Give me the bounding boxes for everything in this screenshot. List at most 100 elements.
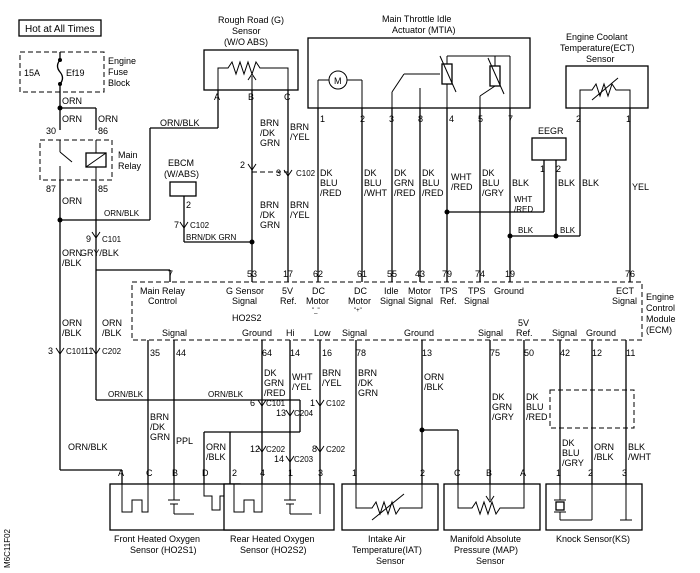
ho2s2-wire-yel2: /YEL [322, 378, 342, 388]
iat-wire-brn: BRN [358, 368, 377, 378]
ecm-lbl-mainrelay-1: Main Relay [140, 286, 186, 296]
ho2s1-wire-grn: GRN [150, 432, 170, 442]
ks-pin-3: 3 [622, 468, 627, 478]
map-pin-a: A [520, 468, 526, 478]
front-ho2s1-sensor: A C B D Front Heated Oxygen Sensor (HO2S… [109, 468, 241, 555]
map-sensor: C B A Manifold Absolute Pressure (MAP) S… [443, 468, 541, 566]
rr-wire-brn-1: BRN [260, 118, 279, 128]
iat-wire-orn: ORN [424, 372, 444, 382]
wire-label-orn-left-2: ORN [62, 318, 82, 328]
ecm-lbl-dcmotor1-1: DC [312, 286, 325, 296]
ecm-lbl-ground: Ground [494, 286, 524, 296]
ks-wire-gry: /GRY [562, 458, 584, 468]
c203-label: C203 [294, 455, 314, 464]
wire-label-orn-blk-1: ORN/BLK [104, 209, 140, 218]
iat-label-3: Sensor [376, 556, 405, 566]
ho2s2-wire-red: /RED [264, 388, 286, 398]
ebcm-label-2: (W/ABS) [164, 169, 199, 179]
mtia-label-1: Main Throttle Idle [382, 14, 451, 24]
ecm-pin-44: 44 [176, 348, 186, 358]
mtia-wire-5c: /GRY [482, 188, 504, 198]
map-wire-blu: BLU [526, 402, 544, 412]
ebcm-pin-2: 2 [186, 200, 191, 210]
ho2s1-wire-blk: /BLK [206, 452, 226, 462]
ecm-lbl-mainrelay-2: Control [148, 296, 177, 306]
ho2s2-pin-1: 1 [288, 468, 293, 478]
rough-road-pin-a: A [214, 92, 220, 102]
wire-label-brn-dk-grn: BRN/DK GRN [186, 233, 236, 242]
ecm-bottom-pins: 35 44 64 14 16 78 13 75 50 42 12 11 [150, 348, 635, 358]
wire-label-orn-blk-5: ORN/BLK [68, 442, 108, 452]
ho2s1-label-1: Front Heated Oxygen [114, 534, 200, 544]
hot-label: Hot at All Times [25, 24, 94, 35]
ho2s2-wire-yel: /YEL [292, 382, 312, 392]
c101-label-top: C101 [102, 235, 122, 244]
wire-label-orn-blk-2: ORN/BLK [160, 118, 200, 128]
ecm-pin-74: 74 [475, 269, 485, 279]
ks-wire-wht: /WHT [628, 452, 651, 462]
motor-m: M [334, 76, 342, 86]
wire-label-orn-blk-4: ORN/BLK [208, 390, 244, 399]
fuse-block-label-3: Block [108, 78, 131, 88]
relay-label-2: Relay [118, 161, 142, 171]
ho2s2-wire-grn: GRN [264, 378, 284, 388]
rr-wire-brn-4: BRN [290, 200, 309, 210]
rough-road-label-3: (W/O ABS) [224, 37, 268, 47]
ecm-lbl-hi: Hi [286, 328, 295, 338]
rough-road-pin-b: B [248, 92, 254, 102]
c202-pin-11: 11 [84, 346, 93, 356]
relay-pin-30: 30 [46, 126, 56, 136]
fuse-id: Ef19 [66, 68, 85, 78]
ecm-pin-61: 61 [357, 269, 367, 279]
rr-wire-dk-3: /DK [260, 210, 275, 220]
mtia-wire-2a: DK [364, 168, 377, 178]
eegr-wire-blk-1: BLK [518, 226, 534, 235]
ecm-lbl-signal-2: Signal [342, 328, 367, 338]
ecm-lbl-dcmotor1-2: Motor [306, 296, 329, 306]
iat-sensor: 1 2 Intake Air Temperature(IAT) Sensor [341, 468, 439, 566]
ecm-lbl-idle-1: Idle [384, 286, 399, 296]
mtia-wire-2c: /WHT [364, 188, 387, 198]
fuse-block-label-1: Engine [108, 56, 136, 66]
ecm-lbl-dcmotor1-sub: "_" [312, 308, 320, 314]
mtia-wire-4a: WHT [451, 172, 472, 182]
ks-pin-2: 2 [588, 468, 593, 478]
ecm-pin-11: 11 [626, 348, 635, 358]
wire-label-orn-3: ORN [98, 114, 118, 124]
fuse-symbol [56, 52, 64, 92]
fuse-rating: 15A [24, 68, 40, 78]
c202-label-left: C202 [102, 347, 122, 356]
iat-pin-1: 1 [352, 468, 357, 478]
ho2s1-wire-dk: /DK [150, 422, 165, 432]
ho2s1-wire-brn: BRN [150, 412, 169, 422]
mtia-pin-4: 4 [449, 114, 454, 124]
ecm-title-2: Control [646, 303, 675, 313]
ecm-lbl-signal-1: Signal [162, 328, 187, 338]
wire-label-blk-left-2: /BLK [62, 328, 82, 338]
ecm-pin-13: 13 [422, 348, 432, 358]
mtia-wire-7: BLK [512, 178, 529, 188]
map-pin-b: B [486, 468, 492, 478]
ecm-lbl-motor-2: Signal [408, 296, 433, 306]
ks-wire-dk: DK [562, 438, 575, 448]
iat-pin-2: 2 [420, 468, 425, 478]
iat-label-1: Intake Air [368, 534, 406, 544]
ecm-pin-55: 55 [387, 269, 397, 279]
ecm-lbl-signal-4: Signal [552, 328, 577, 338]
ebcm-label-1: EBCM [168, 158, 194, 168]
mtia-wire-3b: GRN [394, 178, 414, 188]
ecm-pin-75: 75 [490, 348, 500, 358]
ecm-lbl-gsensor-2: Signal [232, 296, 257, 306]
mtia-wire-2b: BLU [364, 178, 382, 188]
ho2s2-label-1: Rear Heated Oxygen [230, 534, 315, 544]
relay-pin-86: 86 [98, 126, 108, 136]
ecm-lbl-tpssig-2: Signal [464, 296, 489, 306]
ecm-lbl-dcmotor2-1: DC [354, 286, 367, 296]
ect-sensor: Engine Coolant Temperature(ECT) Sensor 2… [560, 32, 649, 124]
ks-wire-orn: ORN [594, 442, 614, 452]
rough-road-label-1: Rough Road (G) [218, 15, 284, 25]
ecm-top-pins: 7 53 17 62 61 55 43 79 74 19 76 [168, 269, 635, 279]
ecm-pin-16: 16 [322, 348, 332, 358]
eegr-wire-wht: WHT [514, 195, 532, 204]
mtia-wire-3a: DK [394, 168, 407, 178]
